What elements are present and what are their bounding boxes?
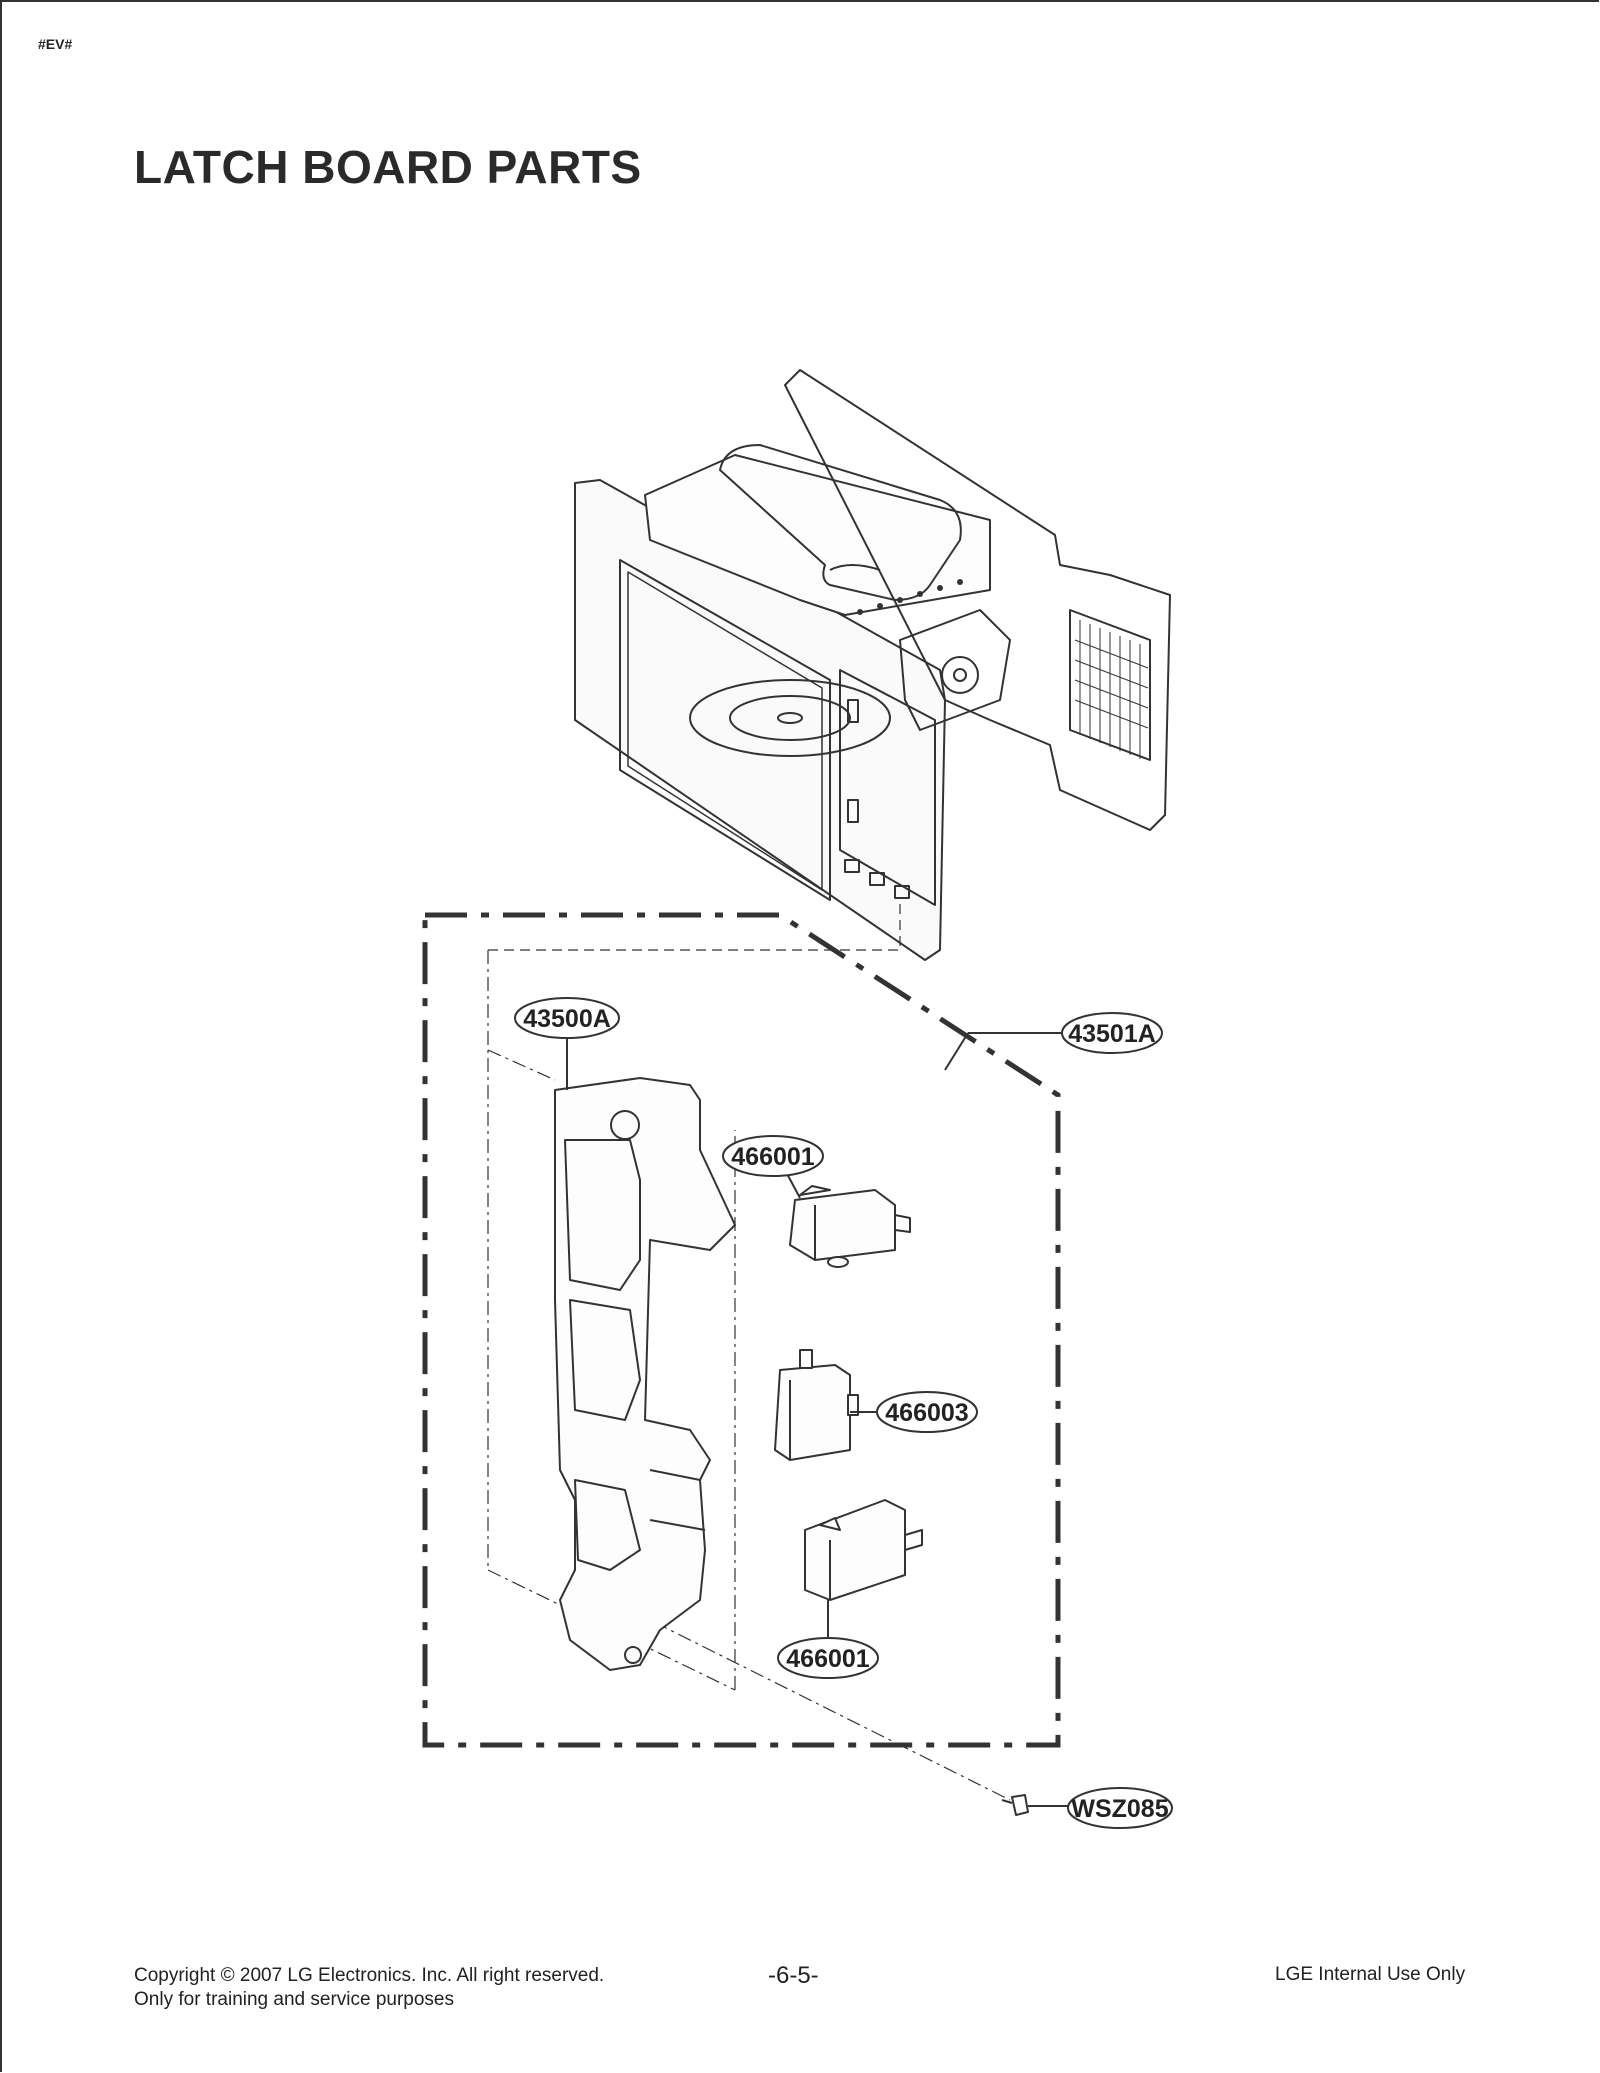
callout-466003: 466003 xyxy=(876,1391,978,1433)
callout-label: 43501A xyxy=(1068,1020,1156,1048)
leader-lines xyxy=(566,1032,1068,1807)
footer-purpose: Only for training and service purposes xyxy=(134,1989,454,2010)
callout-label: 43500A xyxy=(523,1005,611,1033)
callout-label: 466001 xyxy=(731,1143,815,1171)
switch-drawings xyxy=(774,1185,1029,1816)
callout-label: WSZ085 xyxy=(1071,1795,1168,1823)
footer-internal-note: LGE Internal Use Only xyxy=(1275,1964,1466,1985)
callout-43501A: 43501A xyxy=(1061,1012,1163,1054)
document-tag: #EV# xyxy=(38,36,73,52)
callout-WSZ085: WSZ085 xyxy=(1067,1787,1173,1829)
microwave-cavity-drawing xyxy=(574,369,1171,961)
callout-466001-top: 466001 xyxy=(722,1135,824,1177)
callout-43500A: 43500A xyxy=(514,997,620,1039)
callout-label: 466003 xyxy=(885,1399,968,1427)
page-number: -6-5- xyxy=(768,1962,819,1989)
footer-copyright: Copyright © 2007 LG Electronics. Inc. Al… xyxy=(134,1965,605,1986)
page-title: LATCH BOARD PARTS xyxy=(134,141,642,193)
latch-assembly-outline xyxy=(422,900,1061,1801)
latch-board-drawing xyxy=(554,1077,736,1671)
callout-466001-bottom: 466001 xyxy=(777,1637,879,1679)
callout-label: 466001 xyxy=(786,1645,870,1673)
footer-copyright-block: Copyright © 2007 LG Electronics. Inc. Al… xyxy=(134,1964,604,2012)
